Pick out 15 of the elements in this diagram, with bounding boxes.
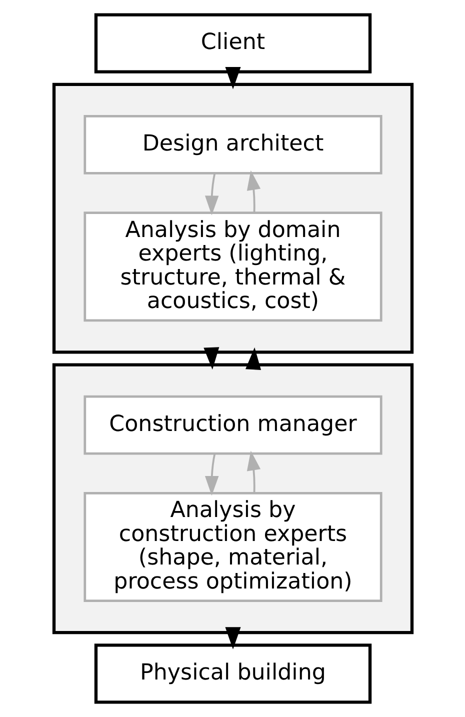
arrow (224, 627, 240, 650)
cluster (52, 363, 414, 634)
arrow (224, 67, 240, 90)
cluster (52, 82, 414, 354)
arrow (204, 453, 218, 496)
arrow (246, 450, 260, 493)
node-box: Analysis by domain experts (lighting, structure, thermal & acoustics, cost) (83, 212, 382, 322)
node-box: Analysis by construction experts (shape, material, process optimization) (83, 492, 382, 602)
arrow (246, 170, 260, 212)
node-box: Construction manager (83, 395, 382, 455)
node-box: Physical building (94, 644, 372, 704)
arrow (203, 347, 219, 370)
arrow (245, 347, 261, 370)
arrow (204, 173, 218, 216)
node-box: Design architect (83, 114, 382, 174)
